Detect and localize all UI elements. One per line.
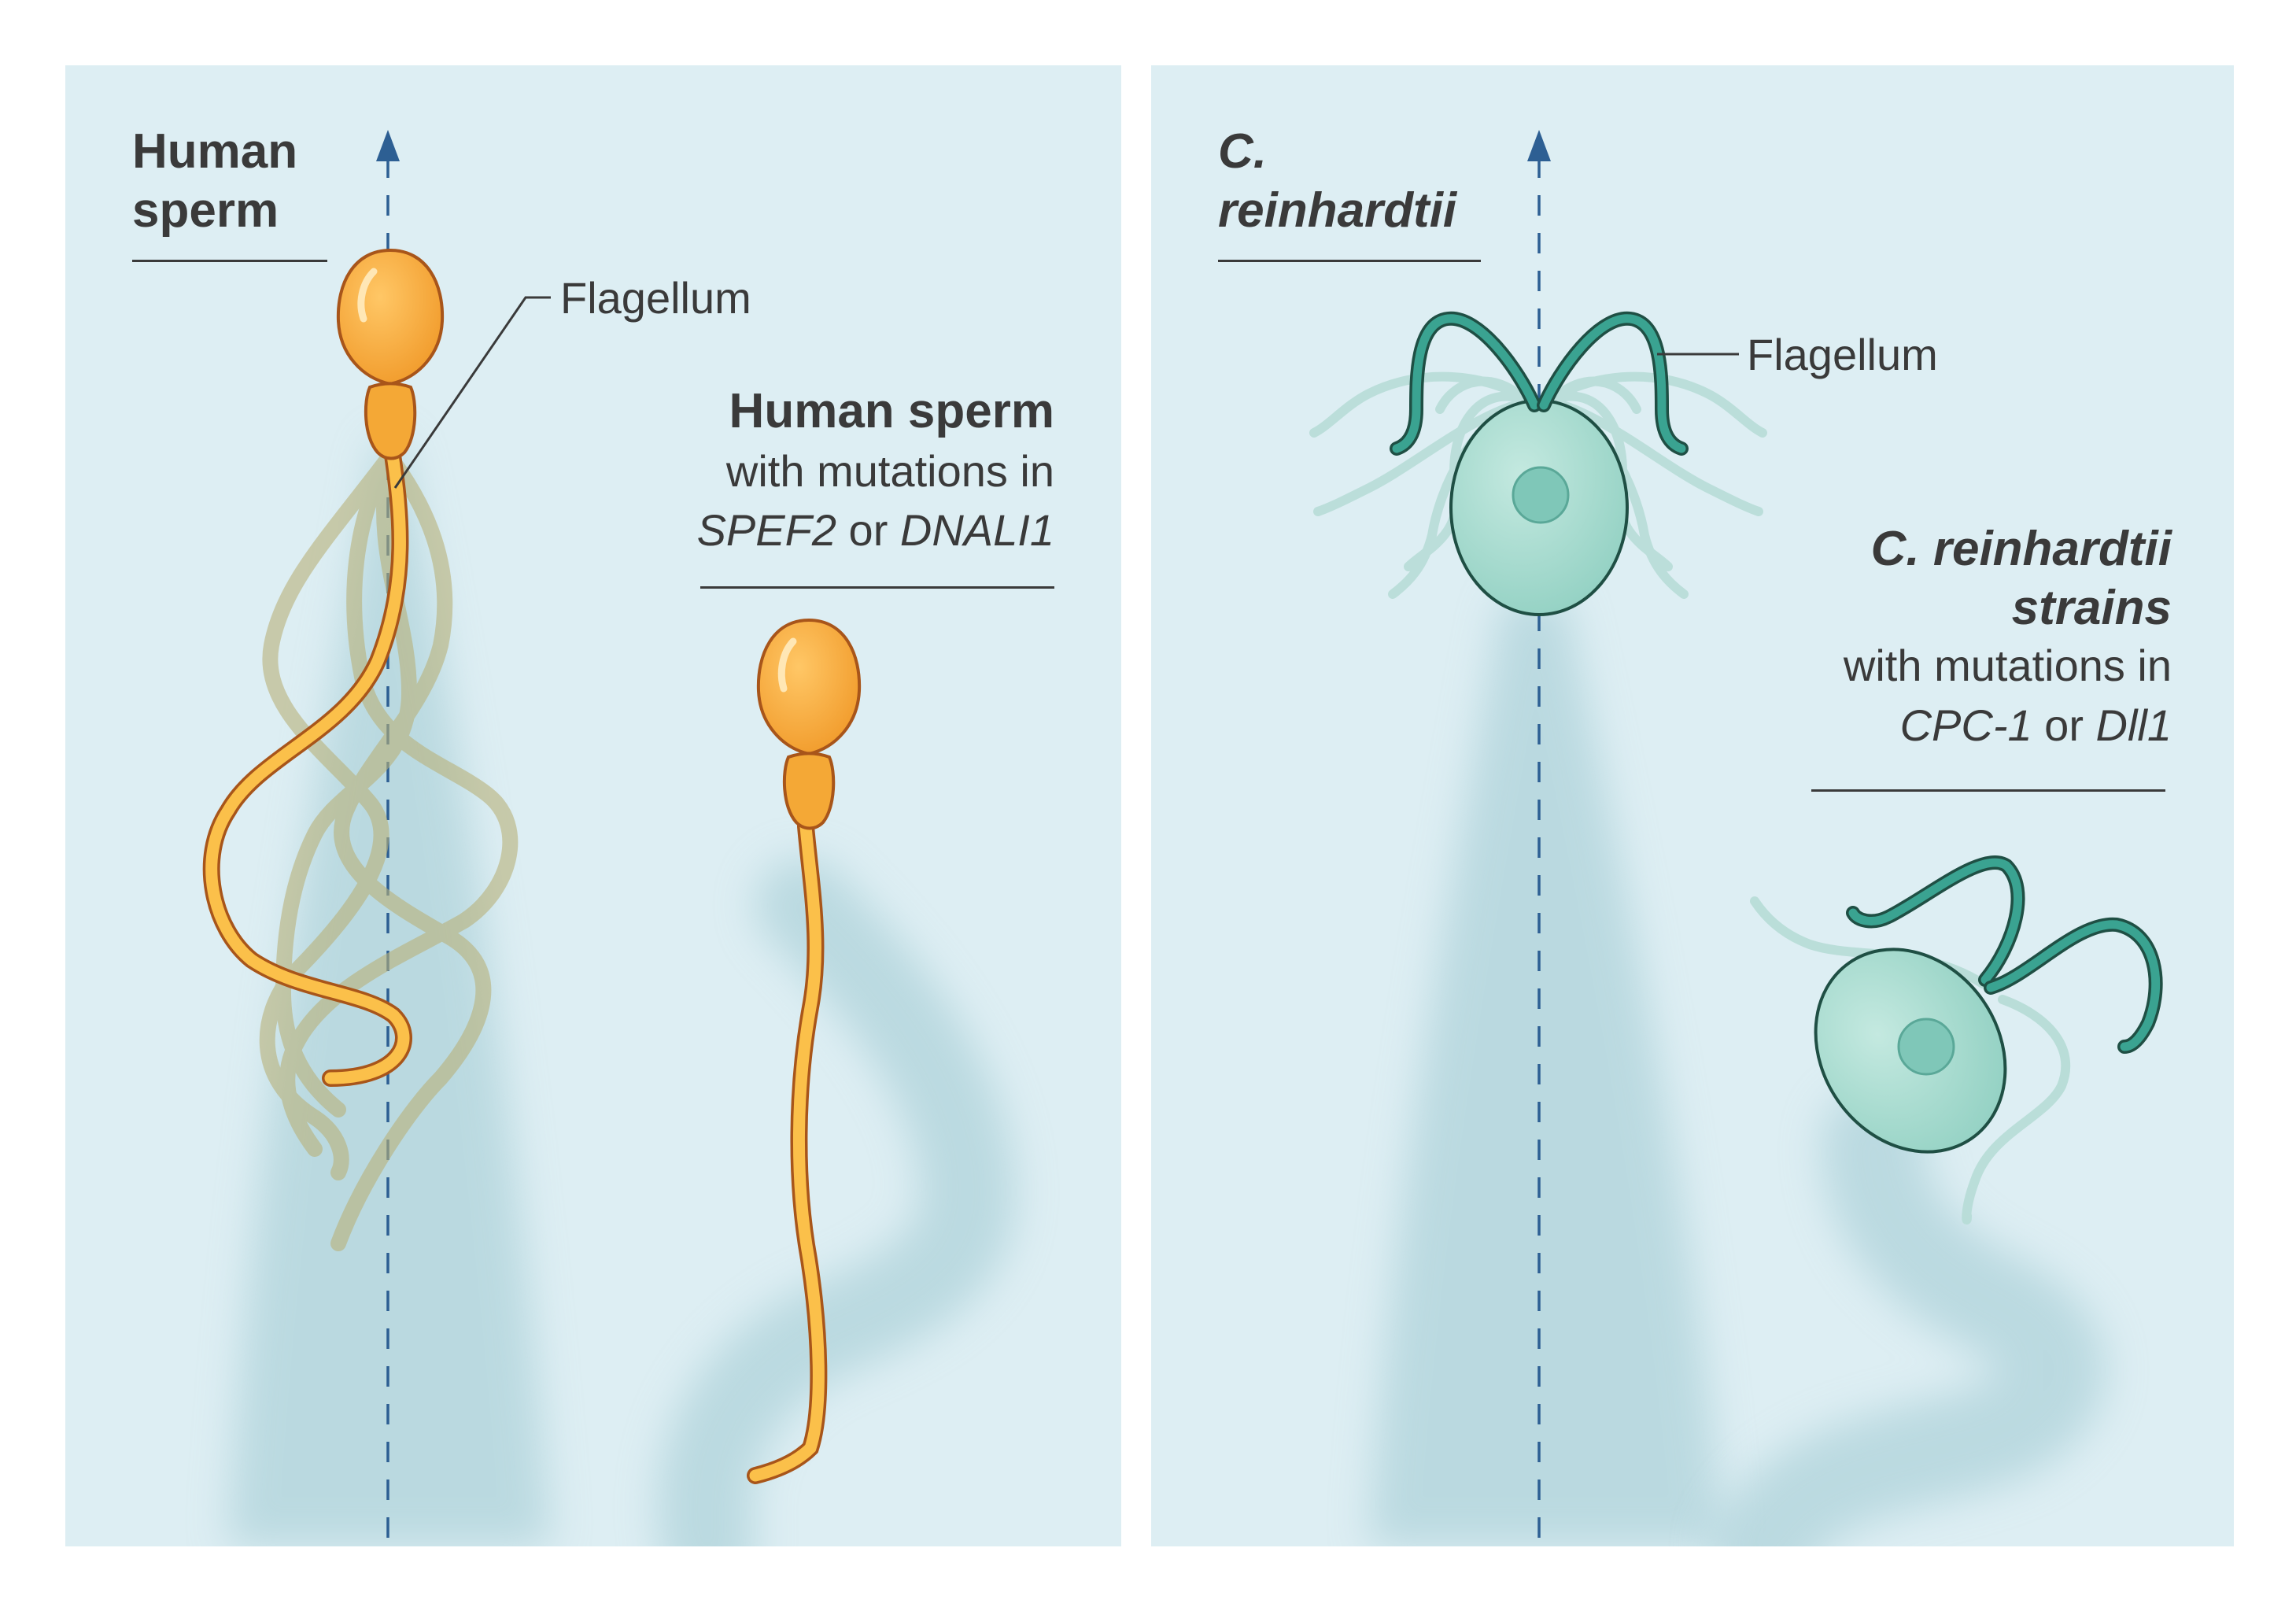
normal-sperm-swim-trail: [228, 441, 551, 1546]
gene-or-right: or: [2032, 700, 2096, 750]
mutant-alga-nucleus: [1897, 1018, 1955, 1076]
left-panel-title-rule: [132, 260, 327, 262]
normal-sperm-head: [336, 248, 445, 386]
left-flagellum-label: Flagellum: [560, 273, 751, 323]
right-flagellum-label: Flagellum: [1747, 330, 1938, 379]
left-mutant-rule: [700, 586, 1054, 589]
right-mutant-rule: [1811, 789, 2165, 792]
mutant-alga-swim-trail: [1711, 1090, 2106, 1546]
right-mutant-title-line2: strains: [2011, 581, 2172, 635]
normal-alga-flagella: [1390, 311, 1689, 456]
right-panel-title-line2: reinhardtii: [1218, 183, 1457, 238]
mutant-alga-flagella: [1846, 855, 2163, 1054]
right-panel-title-rule: [1218, 260, 1481, 262]
mutant-sperm-swim-trail: [657, 858, 1016, 1546]
right-mutant-title-line1: C. reinhardtii: [1870, 522, 2172, 576]
right-mutant-genes: CPC-1 or Dll1: [1700, 699, 2172, 752]
gene-spef2: SPEF2: [696, 505, 836, 555]
gene-dll1: Dll1: [2095, 700, 2172, 750]
left-mutant-genes: SPEF2 or DNALI1: [582, 504, 1054, 557]
right-panel-title-line1: C.: [1218, 124, 1267, 179]
gene-or-left: or: [836, 505, 900, 555]
left-mutant-title: Human sperm: [729, 384, 1054, 438]
flagellum-callout-line-left: [393, 296, 551, 489]
left-panel-title-line1: Human: [132, 124, 298, 179]
normal-alga-nucleus: [1512, 466, 1570, 524]
left-panel-title-line2: sperm: [132, 183, 279, 238]
mutant-sperm-head: [756, 618, 862, 756]
left-mutant-subtitle: with mutations in: [725, 446, 1054, 496]
swim-direction-arrow-left: [376, 130, 400, 161]
gene-dnali1: DNALI1: [899, 505, 1054, 555]
mutant-sperm-midpiece: [782, 752, 836, 830]
normal-alga-swim-trail: [1369, 598, 1723, 1546]
right-mutant-subtitle: with mutations in: [1843, 641, 2172, 690]
swim-direction-arrow-right: [1527, 130, 1551, 161]
gene-cpc1: CPC-1: [1899, 700, 2032, 750]
normal-sperm-midpiece: [364, 382, 417, 460]
